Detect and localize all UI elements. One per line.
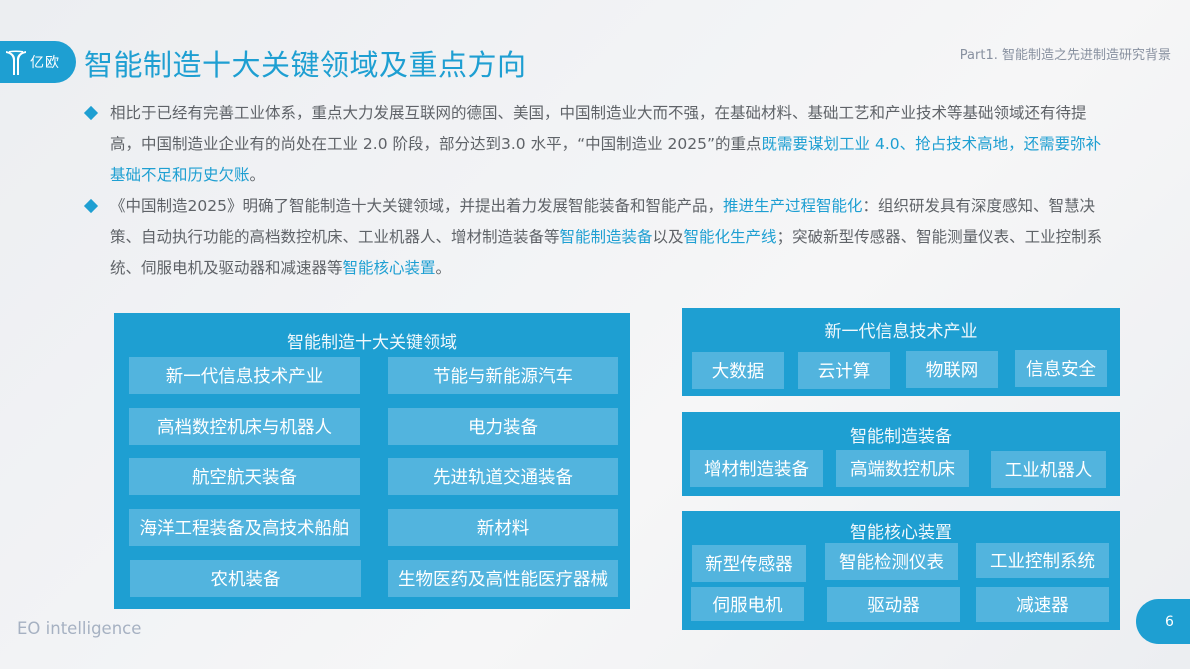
bullet-text: ；突破新型传感器、智能测量仪表、工业控制系统、伺服电机及驱动器和减速器等 bbox=[110, 228, 1103, 277]
panel-title: 智能制造十大关键领域 bbox=[287, 333, 457, 353]
bullet-highlight: 推进生产过程智能化 bbox=[722, 197, 863, 215]
sub-item-cell: 云计算 bbox=[798, 352, 890, 389]
key-field-cell: 新一代信息技术产业 bbox=[129, 357, 360, 394]
sub-item-cell: 信息安全 bbox=[1015, 350, 1107, 387]
bullet-highlight: 智能制造装备 bbox=[559, 228, 653, 246]
key-field-cell: 生物医药及高性能医疗器械 bbox=[388, 560, 618, 597]
bullet-highlight: 既需要谋划工业 4.0、抢占技术高地，还需要弥补基础不足和历史欠账 bbox=[110, 135, 1102, 184]
sub-item-cell: 新型传感器 bbox=[692, 545, 806, 582]
key-field-cell: 新材料 bbox=[388, 509, 618, 546]
bullet-text: 相比于已经有完善工业体系，重点大力发展互联网的德国、美国，中国制造业大而不强，在… bbox=[110, 104, 1087, 153]
key-field-cell: 节能与新能源汽车 bbox=[388, 357, 618, 394]
diamond-bullet-icon bbox=[83, 105, 99, 121]
key-field-cell: 电力装备 bbox=[388, 408, 618, 445]
page-title: 智能制造十大关键领域及重点方向 bbox=[84, 48, 527, 82]
bullet-item: 相比于已经有完善工业体系，重点大力发展互联网的德国、美国，中国制造业大而不强，在… bbox=[83, 98, 1114, 191]
sub-item-cell: 大数据 bbox=[692, 352, 784, 389]
key-field-cell: 先进轨道交通装备 bbox=[388, 458, 618, 495]
bullet-item: 《中国制造2025》明确了智能制造十大关键领域，并提出着力发展智能装备和智能产品… bbox=[83, 191, 1114, 284]
diamond-bullet-icon bbox=[83, 198, 99, 214]
sub-item-cell: 工业控制系统 bbox=[976, 543, 1109, 578]
sub-item-cell: 物联网 bbox=[906, 351, 998, 388]
sub-item-cell: 增材制造装备 bbox=[690, 450, 823, 487]
sub-item-cell: 驱动器 bbox=[827, 587, 960, 622]
bullet-text: 。 bbox=[435, 259, 452, 277]
panel-title: 智能核心装置 bbox=[850, 523, 952, 543]
page-number: 6 bbox=[1136, 599, 1190, 644]
bullet-text: 以及 bbox=[652, 228, 684, 246]
bullet-highlight: 智能核心装置 bbox=[342, 259, 436, 277]
bullet-text: 《中国制造2025》明确了智能制造十大关键领域，并提出着力发展智能装备和智能产品… bbox=[110, 197, 723, 215]
it-industry-panel: 新一代信息技术产业 大数据 云计算 物联网 信息安全 bbox=[682, 308, 1120, 396]
key-field-cell: 农机装备 bbox=[130, 560, 361, 597]
bullet-text: 。 bbox=[249, 166, 266, 184]
bullet-highlight: 智能化生产线 bbox=[683, 228, 777, 246]
sub-item-cell: 工业机器人 bbox=[991, 451, 1106, 488]
sub-item-cell: 减速器 bbox=[976, 587, 1109, 622]
logo: 亿欧 bbox=[0, 41, 76, 83]
core-devices-panel: 智能核心装置 新型传感器 智能检测仪表 工业控制系统 伺服电机 驱动器 减速器 bbox=[682, 511, 1120, 630]
key-fields-panel: 智能制造十大关键领域 新一代信息技术产业 节能与新能源汽车 高档数控机床与机器人… bbox=[114, 313, 630, 609]
section-label: Part1. 智能制造之先进制造研究背景 bbox=[959, 48, 1171, 63]
key-field-cell: 航空航天装备 bbox=[129, 458, 360, 495]
sub-item-cell: 高端数控机床 bbox=[836, 450, 969, 487]
logo-y-icon bbox=[6, 50, 26, 75]
sub-item-cell: 伺服电机 bbox=[691, 587, 804, 621]
footer-brand: EO intelligence bbox=[17, 619, 142, 638]
key-field-cell: 高档数控机床与机器人 bbox=[129, 408, 360, 445]
bullet-text: ：组织研发具有深度感知、智慧决策、自动执行功能的高档数控机床、工业机器人、增材制… bbox=[110, 197, 1095, 246]
bullet-list: 相比于已经有完善工业体系，重点大力发展互联网的德国、美国，中国制造业大而不强，在… bbox=[83, 98, 1114, 284]
panel-title: 智能制造装备 bbox=[850, 427, 952, 447]
panel-title: 新一代信息技术产业 bbox=[824, 322, 978, 342]
sub-item-cell: 智能检测仪表 bbox=[825, 543, 958, 580]
logo-text: 亿欧 bbox=[30, 55, 60, 71]
manufacturing-equipment-panel: 智能制造装备 增材制造装备 高端数控机床 工业机器人 bbox=[682, 412, 1120, 496]
key-field-cell: 海洋工程装备及高技术船舶 bbox=[129, 509, 360, 546]
